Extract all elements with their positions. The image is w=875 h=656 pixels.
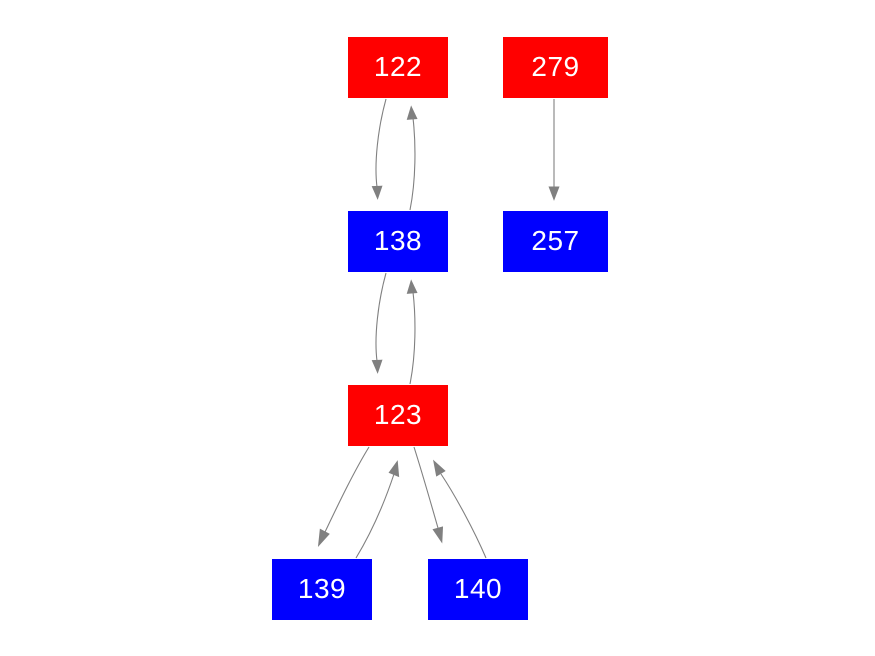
graph-node-279[interactable]: 279 <box>503 37 608 98</box>
edge-279-257 <box>548 99 560 201</box>
graph-node-label: 257 <box>531 224 580 256</box>
edge-123-138 <box>406 279 418 385</box>
graph-node-123[interactable]: 123 <box>348 385 448 446</box>
graph-node-label: 122 <box>373 50 423 82</box>
graph-node-label: 279 <box>531 50 580 82</box>
edge-140-123 <box>433 459 487 559</box>
edge-138-122 <box>406 105 418 211</box>
graph-node-139[interactable]: 139 <box>272 559 372 620</box>
edge-139-123 <box>355 460 400 559</box>
graph-node-label: 123 <box>373 398 423 430</box>
graph-node-label: 140 <box>453 572 503 604</box>
graph-node-label: 139 <box>297 572 347 604</box>
graph-node-label: 138 <box>373 224 423 256</box>
graph-node-138[interactable]: 138 <box>348 211 448 272</box>
edge-123-140 <box>413 446 444 544</box>
graph-node-257[interactable]: 257 <box>503 211 608 272</box>
edge-138-123 <box>371 272 387 374</box>
edge-122-138 <box>371 98 387 200</box>
edge-123-139 <box>317 446 370 547</box>
graph-node-122[interactable]: 122 <box>348 37 448 98</box>
graph-node-140[interactable]: 140 <box>428 559 528 620</box>
